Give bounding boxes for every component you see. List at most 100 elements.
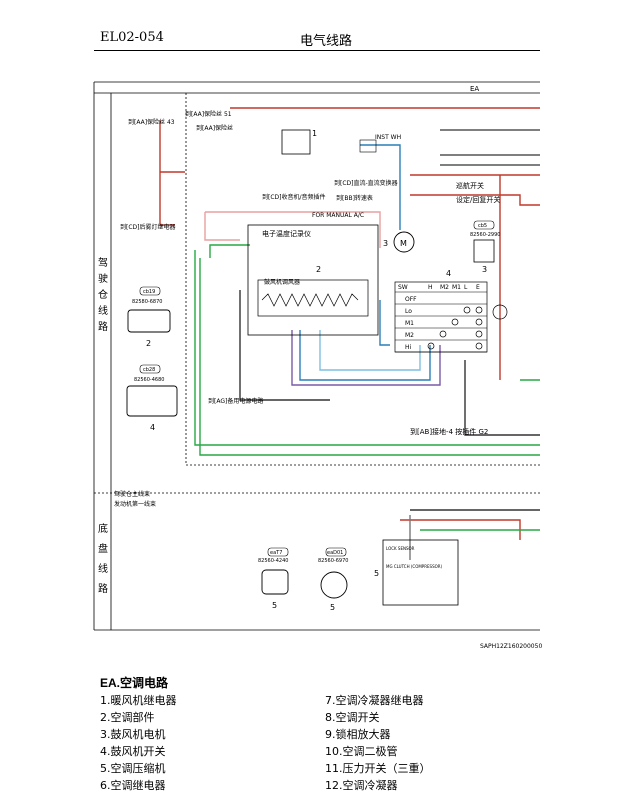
connector-4-tag: cb28 <box>143 367 155 373</box>
svg-text:线: 线 <box>98 562 108 575</box>
svg-text:路: 路 <box>98 320 108 333</box>
connector-2-tag: cb19 <box>143 289 155 295</box>
ref-bb-speed: 到[BB]转速表 <box>336 194 373 202</box>
legend-item: 2.空调部件 <box>100 711 155 724</box>
switch-header-5: E <box>476 284 480 291</box>
switch-contact-dot <box>451 318 459 326</box>
switch-contact-dot <box>439 330 447 338</box>
connector-3-num: 3 <box>482 265 487 274</box>
connector-5b-tag-box <box>325 547 347 557</box>
doc-code: SAPH12Z160200050 <box>480 643 542 650</box>
ref-fuse-aa: 到[AA]保险丝 <box>196 124 233 132</box>
connector-3-shape <box>473 239 495 263</box>
lock-sensor-label: LOCK SENSOR <box>386 546 415 551</box>
connector-4-tag-box <box>139 364 161 374</box>
legend-item: 9.锁相放大器 <box>325 728 391 741</box>
diagram-frame <box>93 81 540 631</box>
ref-ground-plug: 到[AB]接地-4 按插件 G2 <box>410 427 488 436</box>
switch-contact-dot <box>475 306 483 314</box>
ref-standby-power: 到[AG]备用电源电路 <box>208 397 263 405</box>
switch-header-1: H <box>428 284 433 291</box>
switch-header-0: SW <box>398 284 408 291</box>
ref-fuse-aa-43: 到[AA]保险丝 43 <box>128 118 175 126</box>
compressor-box <box>382 539 459 606</box>
switch-row-0: OFF <box>405 296 417 303</box>
side-label-cabin: 驾驶仓 线路 <box>98 257 108 333</box>
wires <box>159 107 540 560</box>
connector-3-part: 82560-2990 <box>470 232 500 238</box>
connector-4-num: 4 <box>150 423 155 432</box>
component-num-2: 2 <box>316 265 321 274</box>
legend-item: 11.压力开关（三重） <box>325 762 431 775</box>
engine-main-harness: 发动机第一线束 <box>114 500 156 508</box>
mg-clutch-label: MG CLUTCH (COMPRESSOR) <box>386 564 443 569</box>
inst-connector <box>359 139 377 153</box>
switch-contact-dot <box>475 318 483 326</box>
cabin-main-harness: 驾驶仓主线束 <box>114 490 150 498</box>
svg-text:底: 底 <box>98 522 108 535</box>
header-code: EL02-054 <box>100 30 164 45</box>
legend-item: 8.空调开关 <box>325 711 380 724</box>
switch-header-2: M2 <box>440 284 449 291</box>
svg-text:盘: 盘 <box>98 542 108 555</box>
component-num-5: 5 <box>374 569 379 578</box>
legend-item: 5.空调压缩机 <box>100 762 166 775</box>
legend-item: 12.空调冷凝器 <box>325 779 398 792</box>
switch-knob <box>492 304 508 320</box>
component-num-4: 4 <box>446 269 451 278</box>
switch-header-4: L <box>464 284 468 291</box>
switch-row-1: Lo <box>405 308 412 315</box>
switch-contact-dot <box>475 342 483 350</box>
section-code: EA <box>470 85 479 93</box>
header-rule <box>94 50 540 51</box>
blower-motor <box>393 231 415 253</box>
header-title: 电气线路 <box>300 34 353 49</box>
legend-item: 3.鼓风机电机 <box>100 728 166 741</box>
switch-contact-dot <box>463 306 471 314</box>
ref-cd-fw: 到[CD]收音机/音频插件 <box>262 193 326 201</box>
legend-item: 1.暖风机继电器 <box>100 694 177 707</box>
ac-unit-box <box>247 224 379 336</box>
legend-item: 10.空调二极管 <box>325 745 398 758</box>
ref-fuse-aa-51: 到[AA]保险丝 51 <box>185 110 232 118</box>
temp-recorder-label: 电子温度记录仪 <box>262 229 311 238</box>
blower-resistor-label: 鼓风机调风器 <box>264 278 300 286</box>
connector-2-part: 82580-6870 <box>132 299 162 305</box>
ref-fog-relay: 到[CD]后雾灯继电器 <box>120 223 176 231</box>
svg-text:仓: 仓 <box>98 288 108 301</box>
component-num-1: 1 <box>312 129 317 138</box>
connector-3-tag: cb5 <box>478 223 487 229</box>
legend-item: 7.空调冷凝器继电器 <box>325 694 424 707</box>
legend-title: EA.空调电路 <box>100 676 169 690</box>
connector-2-tag-box <box>139 286 161 296</box>
connector-5a-tag: eaT7 <box>270 550 282 556</box>
connector-4-part: 82560-4680 <box>134 377 164 383</box>
legend-item: 6.空调继电器 <box>100 779 166 792</box>
ref-for-manual: FOR MANUAL A/C <box>312 212 364 219</box>
connector-3-tag-box <box>473 220 495 230</box>
connector-5a-tag-box <box>267 547 289 557</box>
ref-set-return: 设定/回复开关 <box>456 195 500 204</box>
switch-header-3: M1 <box>452 284 461 291</box>
switch-row-3: M2 <box>405 332 414 339</box>
switch-contact-dot <box>475 330 483 338</box>
ref-cruise: 巡航开关 <box>456 181 484 190</box>
svg-text:驶: 驶 <box>98 272 108 285</box>
svg-text:路: 路 <box>98 582 108 595</box>
legend-item: 4.鼓风机开关 <box>100 745 166 758</box>
switch-contact-dot <box>427 342 435 350</box>
connector-5a-shape <box>261 569 289 595</box>
connector-5b-num: 5 <box>330 603 335 612</box>
connector-2-shape <box>127 309 171 333</box>
connector-5a-part: 82560-4240 <box>258 558 288 564</box>
component-num-3: 3 <box>383 239 388 248</box>
resistor-zigzag <box>261 293 359 307</box>
connector-4-shape <box>126 385 178 417</box>
switch-row-4: Hi <box>405 344 412 351</box>
motor-symbol: M <box>400 239 407 248</box>
connector-5b-tag: eaD01 <box>327 550 343 556</box>
connector-5a-num: 5 <box>272 601 277 610</box>
